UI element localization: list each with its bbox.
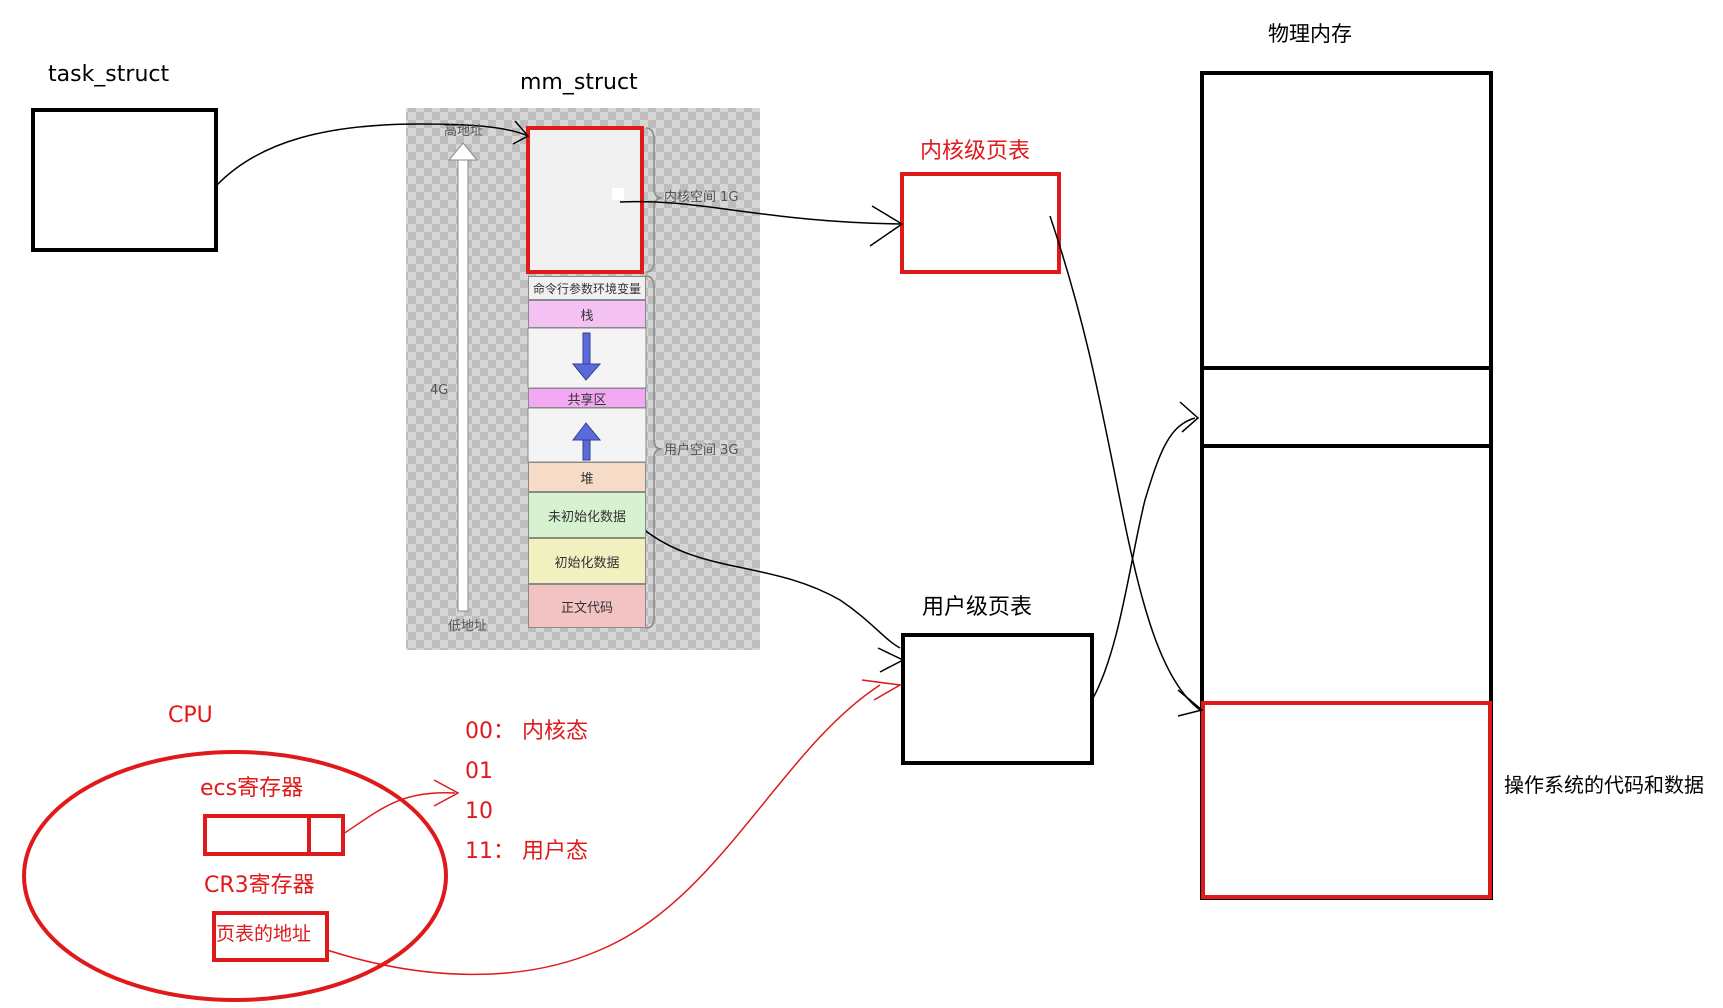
kernel-table-to-os-region-connector	[1049, 215, 1201, 711]
physical-memory-label: 物理内存	[1268, 22, 1352, 46]
segment-bss: 未初始化数据	[528, 492, 646, 538]
physical-frame-arrowhead	[1179, 401, 1200, 433]
kernel-page-table-box	[900, 172, 1061, 274]
task-to-mm-arrowhead	[512, 120, 530, 145]
address-range-bar	[457, 157, 469, 612]
high-address-label: 高地址	[444, 124, 484, 139]
page-table-address-label: 页表的地址	[216, 923, 312, 945]
kernel-table-arrowhead	[869, 205, 904, 247]
ecs-register-low-bits	[307, 814, 345, 856]
cr3-arrowhead	[861, 679, 903, 701]
user-space-brace	[645, 275, 663, 629]
os-code-data-region	[1201, 701, 1492, 899]
task-to-mm-connector	[215, 123, 529, 187]
user-page-table-box	[901, 633, 1094, 765]
os-region-arrowhead	[1177, 689, 1204, 717]
kernel-page-table-label: 内核级页表	[920, 139, 1031, 164]
physical-memory-box	[1200, 71, 1493, 900]
cr3-to-user-table-connector	[326, 684, 881, 976]
task-struct-label: task_struct	[48, 62, 170, 87]
privilege-levels-arrowhead	[433, 779, 460, 807]
ecs-to-privilege-levels-connector	[342, 791, 456, 835]
low-address-label: 低地址	[448, 619, 488, 634]
address-space-size-label: 4G	[430, 383, 449, 398]
mm-struct-label: mm_struct	[520, 70, 638, 95]
user-space-label: 用户空间 3G	[664, 443, 739, 458]
segment-cmdline-env: 命令行参数环境变量	[528, 276, 646, 300]
cpu-label: CPU	[168, 703, 213, 728]
page-table-address-box	[212, 911, 329, 962]
segment-text: 正文代码	[528, 584, 646, 628]
segment-heap: 堆	[528, 462, 646, 492]
os-code-data-label: 操作系统的代码和数据	[1504, 773, 1704, 797]
kernel-space-region	[528, 128, 642, 272]
kernel-space-brace	[645, 127, 663, 273]
ecs-register-label: ecs寄存器	[200, 776, 304, 801]
kernel-space-to-kernel-table-connector	[619, 200, 903, 225]
privilege-level-00: 00： 内核态	[465, 719, 588, 744]
cr3-register-label: CR3寄存器	[204, 873, 315, 898]
privilege-level-10: 10	[465, 799, 493, 824]
stack-grows-down-icon	[571, 332, 602, 381]
user-table-to-physical-frame-connector	[1091, 417, 1196, 701]
address-up-arrowhead	[447, 142, 479, 161]
user-table-arrowhead	[877, 647, 905, 673]
user-page-table-label: 用户级页表	[922, 595, 1033, 620]
task-struct-box	[31, 108, 218, 252]
kernel-space-label: 内核空间 1G	[664, 190, 739, 205]
kernel-space-highlight	[526, 126, 644, 274]
bss-to-user-table-connector	[641, 527, 901, 649]
ecs-register-box	[203, 814, 345, 856]
heap-grows-up-icon	[571, 422, 602, 461]
cpu-ellipse	[22, 750, 448, 1002]
segment-stack: 栈	[528, 300, 646, 328]
privilege-level-11: 11： 用户态	[465, 839, 588, 864]
segment-shared: 共享区	[528, 388, 646, 408]
segment-data: 初始化数据	[528, 538, 646, 584]
kernel-pointer-marker	[612, 188, 624, 200]
privilege-level-01: 01	[465, 759, 493, 784]
